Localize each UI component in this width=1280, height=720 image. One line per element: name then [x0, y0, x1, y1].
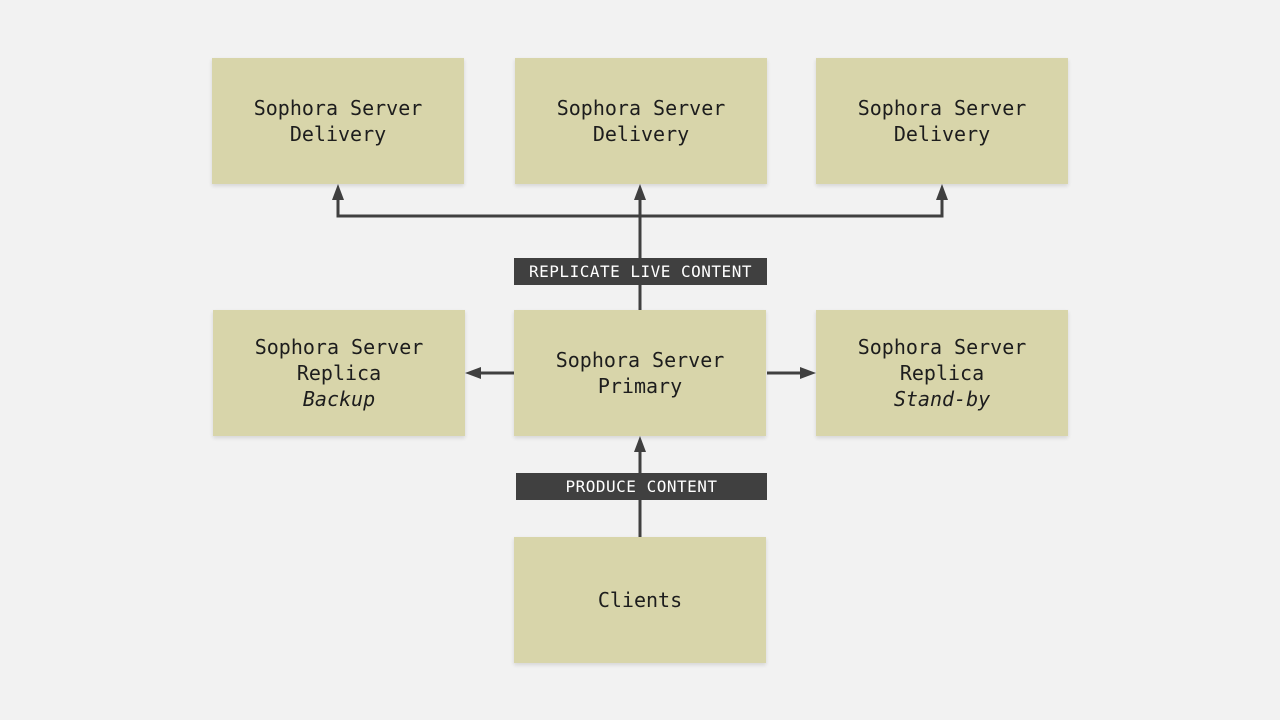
- node-title: Sophora Server: [254, 335, 424, 359]
- node-title: Sophora Server: [857, 96, 1027, 120]
- node-role: Replica: [296, 361, 382, 385]
- replicate-live-content-label: REPLICATE LIVE CONTENT: [514, 258, 767, 285]
- arrowhead-replica-standby: [800, 367, 816, 379]
- arrowhead-delivery-right: [936, 184, 948, 200]
- node-role: Delivery: [289, 122, 387, 146]
- node-mode: Backup: [302, 387, 376, 411]
- node-role: Primary: [597, 374, 683, 398]
- node-role: Delivery: [592, 122, 690, 146]
- node-title: Sophora Server: [555, 348, 725, 372]
- produce-content-label: PRODUCE CONTENT: [516, 473, 767, 500]
- primary-server-node: Sophora Server Primary: [514, 310, 766, 436]
- node-title: Sophora Server: [857, 335, 1027, 359]
- arrowhead-replica-backup: [465, 367, 481, 379]
- node-title: Sophora Server: [253, 96, 423, 120]
- replicate-bus-line: [336, 198, 944, 218]
- node-title: Sophora Server: [556, 96, 726, 120]
- node-role: Replica: [899, 361, 985, 385]
- replica-backup-node: Sophora Server Replica Backup: [213, 310, 465, 436]
- arrowhead-delivery-center: [634, 184, 646, 200]
- replica-standby-node: Sophora Server Replica Stand-by: [816, 310, 1068, 436]
- delivery-server-right-node: Sophora Server Delivery: [816, 58, 1068, 184]
- node-role: Delivery: [893, 122, 991, 146]
- node-title: Clients: [597, 588, 683, 612]
- delivery-server-left-node: Sophora Server Delivery: [212, 58, 464, 184]
- arrowhead-primary: [634, 436, 646, 452]
- arrowhead-delivery-left: [332, 184, 344, 200]
- node-mode: Stand-by: [893, 387, 991, 411]
- clients-node: Clients: [514, 537, 766, 663]
- delivery-server-center-node: Sophora Server Delivery: [515, 58, 767, 184]
